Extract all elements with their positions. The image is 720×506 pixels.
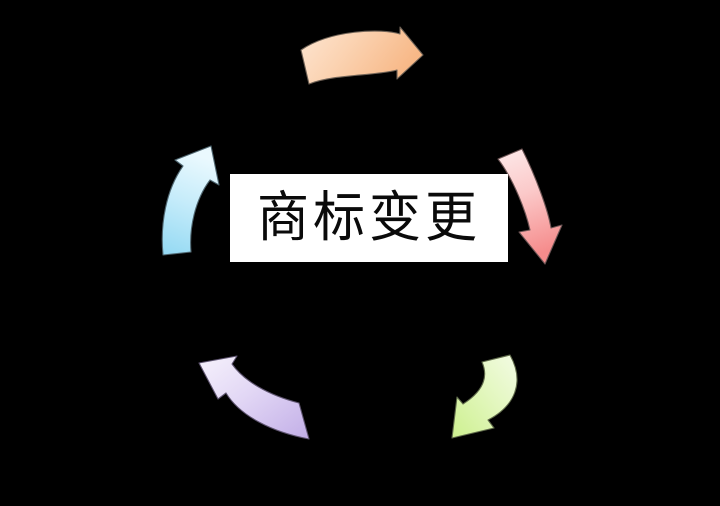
- top-curved-arrow-right: [300, 26, 424, 85]
- bottom-left-curved-arrow-up-left: [198, 355, 310, 440]
- right-curved-arrow-down: [497, 148, 563, 265]
- left-curved-arrow-up: [161, 145, 220, 256]
- center-label-box: 商标变更: [230, 174, 508, 262]
- center-label-text: 商标变更: [256, 186, 481, 250]
- bottom-right-curved-arrow-down-left: [451, 354, 518, 439]
